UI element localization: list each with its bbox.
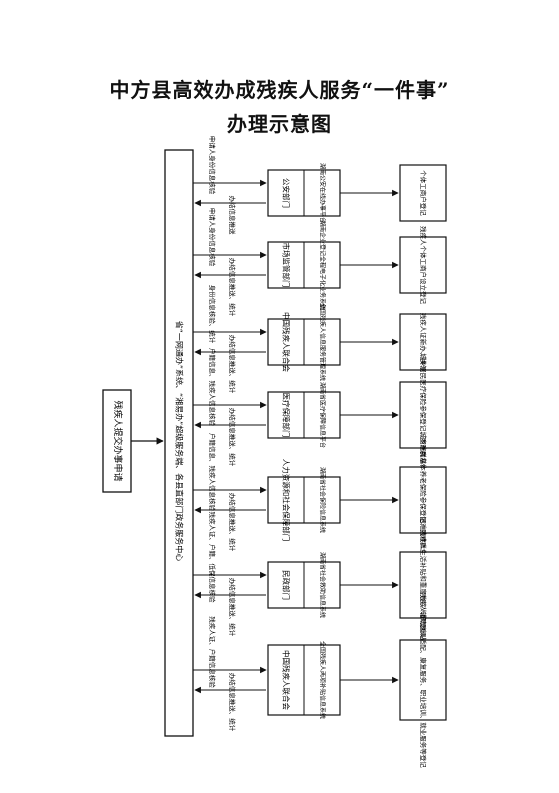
system-name: 湖南公安在线办事平台 bbox=[319, 163, 327, 223]
dept-name: 人力资源和社会保障部门 bbox=[282, 459, 292, 542]
dept-name: 医疗保障部门 bbox=[282, 393, 292, 438]
platform-label: 省“一网通办”系统、“湘易办”超级服务端、各县直部门政务服务中心 bbox=[175, 321, 185, 562]
feedback-label: 办结信息推送、统计 bbox=[228, 408, 237, 467]
result-box bbox=[399, 639, 447, 721]
verification-label: 残疾人证、户籍、低保信息核验 bbox=[208, 512, 217, 604]
feedback-label: 办结信息推送、统计 bbox=[228, 335, 237, 394]
system-name: 湖南企业登记全程电子化业务系统 bbox=[319, 220, 327, 310]
dept-name: 中国残疾人联合会 bbox=[282, 312, 292, 372]
verification-label: 申请人身份信息核验 bbox=[208, 208, 217, 267]
dept-name: 民政部门 bbox=[282, 570, 292, 600]
result-label: 残疾人辅助器具适配、康复服务、职业培训、就业服务等登记 bbox=[419, 592, 428, 768]
result-box bbox=[399, 466, 447, 534]
diagram-subtitle: 办理示意图 bbox=[227, 112, 332, 136]
system-name: 湖南省社会保险信息系统 bbox=[319, 467, 327, 533]
dept-name: 中国残疾人联合会 bbox=[282, 650, 292, 710]
system-name: 湖南省社会救助信息系统 bbox=[319, 552, 327, 618]
result-box bbox=[399, 381, 447, 449]
result-box bbox=[399, 236, 447, 294]
result-label: 困难残疾人生活补贴和重度残疾人护理补贴申领 bbox=[419, 517, 428, 654]
result-box bbox=[399, 164, 447, 222]
feedback-label: 办结信息推送、统计 bbox=[228, 673, 237, 732]
platform-box bbox=[164, 149, 194, 737]
verification-label: 申请人身份信息核验 bbox=[208, 136, 217, 195]
result-box bbox=[399, 551, 447, 619]
applicant-label: 残疾人提交办事申请 bbox=[112, 400, 124, 481]
verification-label: 身份信息核验、统计 bbox=[208, 285, 217, 344]
system-name: 全国残疾人两项补贴信息系统 bbox=[319, 641, 327, 719]
result-label: 残疾人个体工商户设立登记 bbox=[419, 226, 428, 305]
verification-label: 户籍信息、残疾人信息核验 bbox=[208, 433, 217, 512]
result-label: 城乡居民医疗保险参保登记、困难群众代缴 bbox=[419, 353, 428, 477]
system-name: 全国残疾人信息服务管理系统 bbox=[319, 303, 327, 381]
diagram-title: 中方县高效办成残疾人服务“一件事” bbox=[109, 78, 450, 102]
result-label: 残疾人证新办、换领 bbox=[419, 313, 428, 372]
dept-name: 市场监管部门 bbox=[282, 243, 292, 288]
verification-label: 残疾人证、户籍信息核验 bbox=[208, 616, 217, 688]
result-label: 个体工商户登记 bbox=[419, 170, 428, 216]
feedback-label: 办结信息推送、统计 bbox=[228, 578, 237, 637]
result-label: 城乡居民基本养老保险参保登记、困难群众代缴 bbox=[419, 432, 428, 569]
verification-label: 户籍信息、残疾人信息核验 bbox=[208, 348, 217, 427]
result-box bbox=[399, 313, 447, 371]
feedback-label: 办结信息推送 bbox=[228, 196, 237, 236]
feedback-label: 办结信息推送、统计 bbox=[228, 258, 237, 317]
applicant-box bbox=[102, 389, 132, 493]
feedback-label: 办结信息推送、统计 bbox=[228, 493, 237, 552]
dept-name: 公安部门 bbox=[282, 178, 292, 208]
system-name: 湖南省医疗保障信息平台 bbox=[319, 382, 327, 448]
